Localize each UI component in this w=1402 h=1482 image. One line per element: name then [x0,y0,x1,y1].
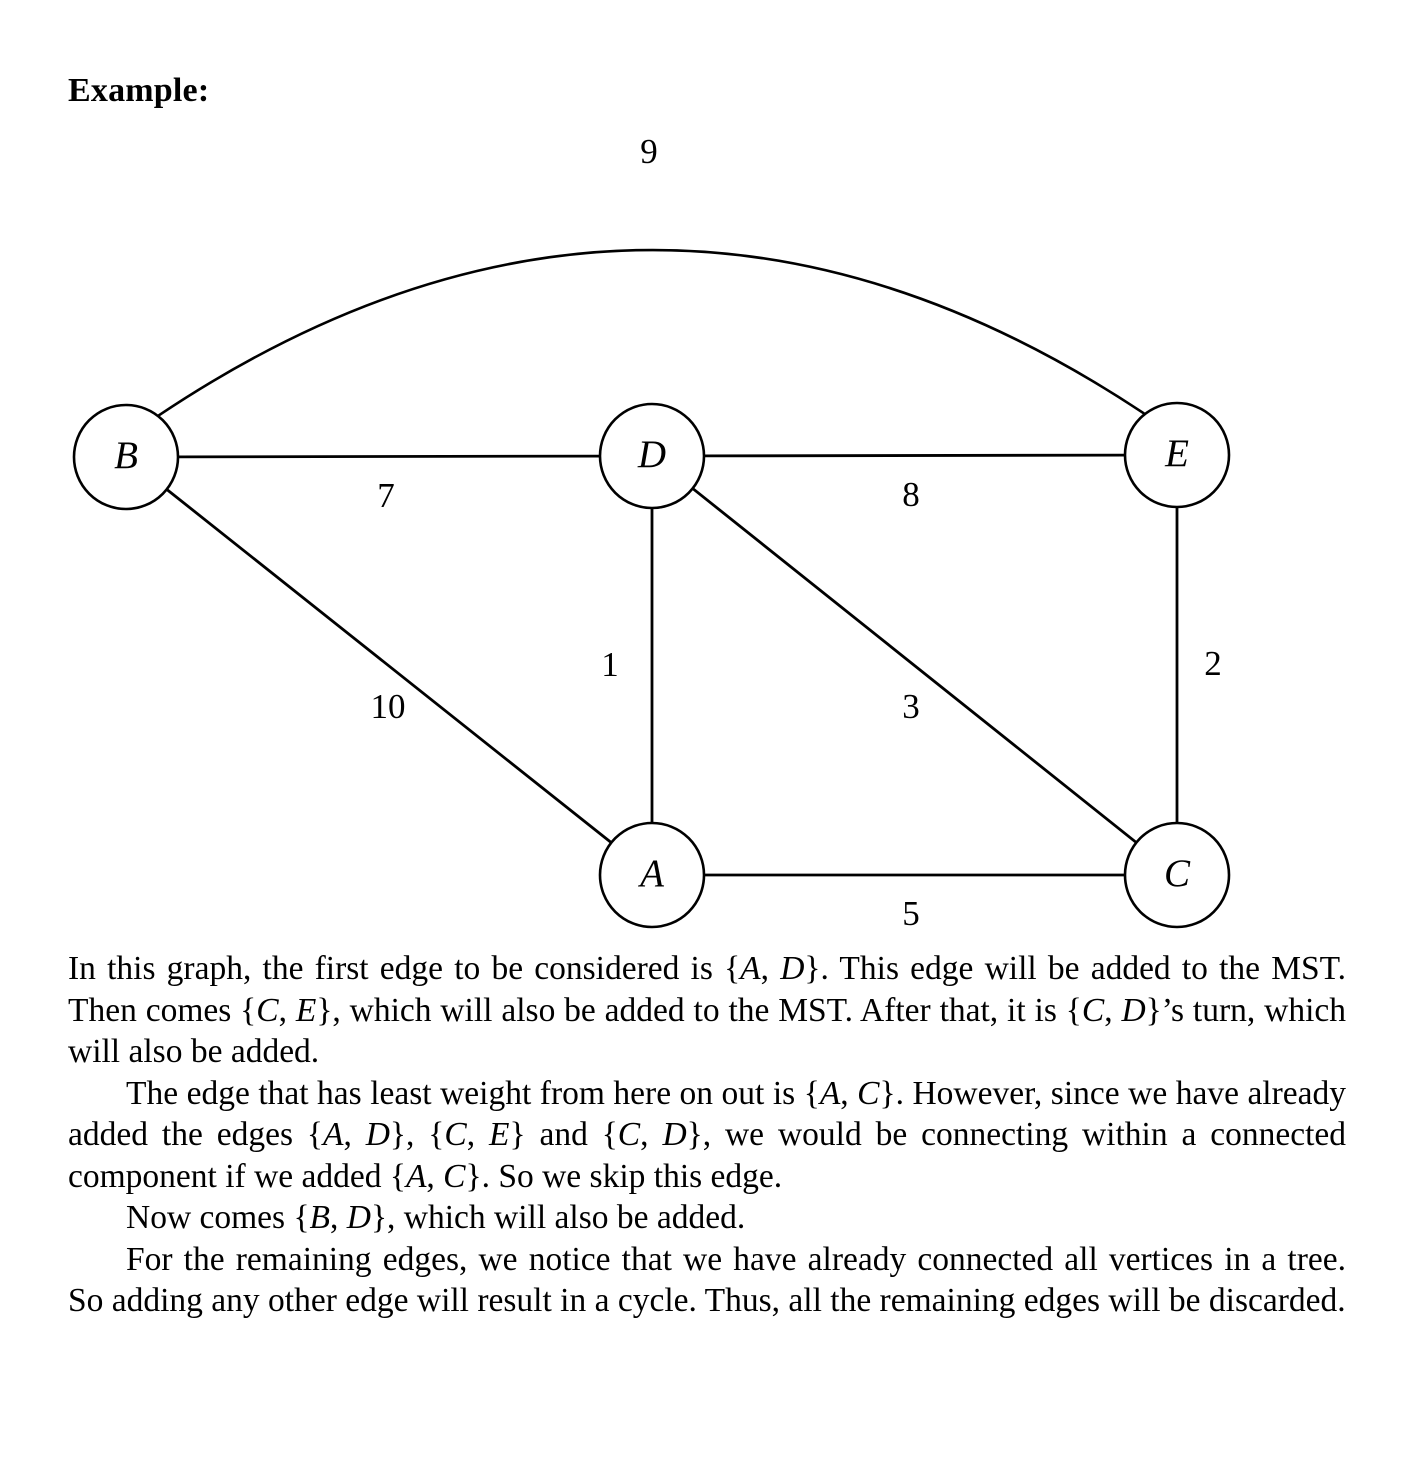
math-variable: D [662,1116,687,1153]
text-run: }, { [389,1116,445,1153]
text-run: }. This edge will be added to the MST. T… [68,950,1346,1029]
graph-edges [157,248,1179,877]
graph-node-d: D [598,402,706,510]
graph-nodes: B D E A C [72,401,1231,929]
text-run: , [330,1199,347,1236]
graph-edge-d-c [691,487,1138,844]
text-run: }, which will also be added to the MST. … [316,991,1082,1029]
math-variable: C [617,1116,641,1153]
edge-weight-b-a: 10 [371,687,406,726]
para-4: For the remaining edges, we notice that … [68,1239,1346,1322]
node-circle-b [72,403,180,511]
text-run: , [760,950,781,987]
edge-weight-e-c: 2 [1204,644,1222,683]
text-run: , [466,1116,489,1153]
node-circle-a [598,821,706,929]
text-run: , [278,991,296,1029]
math-variable: E [295,991,317,1029]
text-run: }’s turn, which will also be added. [68,991,1347,1071]
node-label-a: A [637,852,664,895]
node-label-c: C [1164,852,1191,895]
math-variable: C [443,1157,466,1195]
graph-node-b: B [72,403,180,511]
math-variable: D [365,1116,390,1153]
edge-weight-b-d: 7 [377,476,395,515]
text-run: }. However, since we have already added … [68,1074,1347,1154]
text-run: }, which will also be added. [370,1199,746,1236]
node-label-d: D [637,433,666,476]
math-variable: D [1121,991,1146,1029]
node-circle-d [598,402,706,510]
edge-weight-a-c: 5 [902,894,920,933]
math-variable: E [489,1116,510,1153]
graph-svg: B D E A C 9 7 8 10 1 3 2 5 [72,132,1231,933]
node-circle-c [1123,821,1231,929]
math-variable: D [780,950,805,987]
graph-edge-b-d [176,454,602,459]
math-variable: C [256,991,279,1029]
para-1: In this graph, the first edge to be cons… [68,948,1346,1073]
graph-edge-b-e [157,248,1146,418]
text-run: The edge that has least weight from here… [126,1074,820,1112]
text-run: For the remaining edges, we notice that … [68,1240,1346,1320]
math-variable: A [322,1116,344,1153]
explanation-text: In this graph, the first edge to be cons… [68,948,1346,1322]
node-label-b: B [114,434,138,477]
math-variable: D [346,1199,371,1236]
text-run: }. So we skip this edge. [465,1157,783,1195]
node-circle-e [1123,401,1231,509]
graph-figure: B D E A C 9 7 8 10 1 3 2 5 [0,118,1402,948]
math-variable: A [405,1157,427,1195]
text-run: , [343,1116,366,1153]
text-run: , [840,1074,858,1112]
para-2: The edge that has least weight from here… [68,1073,1346,1198]
math-variable: C [444,1116,467,1153]
text-run: , [640,1116,663,1153]
edge-weight-d-e: 8 [902,475,920,514]
edge-weight-d-a: 1 [601,645,619,684]
text-run: Now comes { [126,1199,310,1236]
text-run: }, we would be connecting within a conne… [68,1116,1347,1195]
graph-node-e: E [1123,401,1231,509]
math-variable: A [819,1074,841,1112]
text-run: , [426,1157,444,1195]
math-variable: A [740,950,761,987]
page-title: Example: [68,72,210,109]
math-variable: B [309,1199,331,1236]
graph-edge-d-e [702,453,1127,458]
text-run: , [1104,991,1122,1029]
graph-node-a: A [598,821,706,929]
graph-node-c: C [1123,821,1231,929]
math-variable: C [1081,991,1105,1029]
math-variable: C [857,1074,880,1112]
text-run: } and { [509,1116,618,1153]
edge-weight-d-c: 3 [902,687,920,726]
para-3: Now comes {B, D}, which will also be add… [68,1197,1346,1239]
graph-edge-b-a [165,487,613,845]
graph-edge-weights: 9 7 8 10 1 3 2 5 [371,132,1222,933]
node-label-e: E [1164,432,1189,475]
text-run: In this graph, the first edge to be cons… [68,950,741,987]
edge-weight-b-e: 9 [640,132,658,171]
